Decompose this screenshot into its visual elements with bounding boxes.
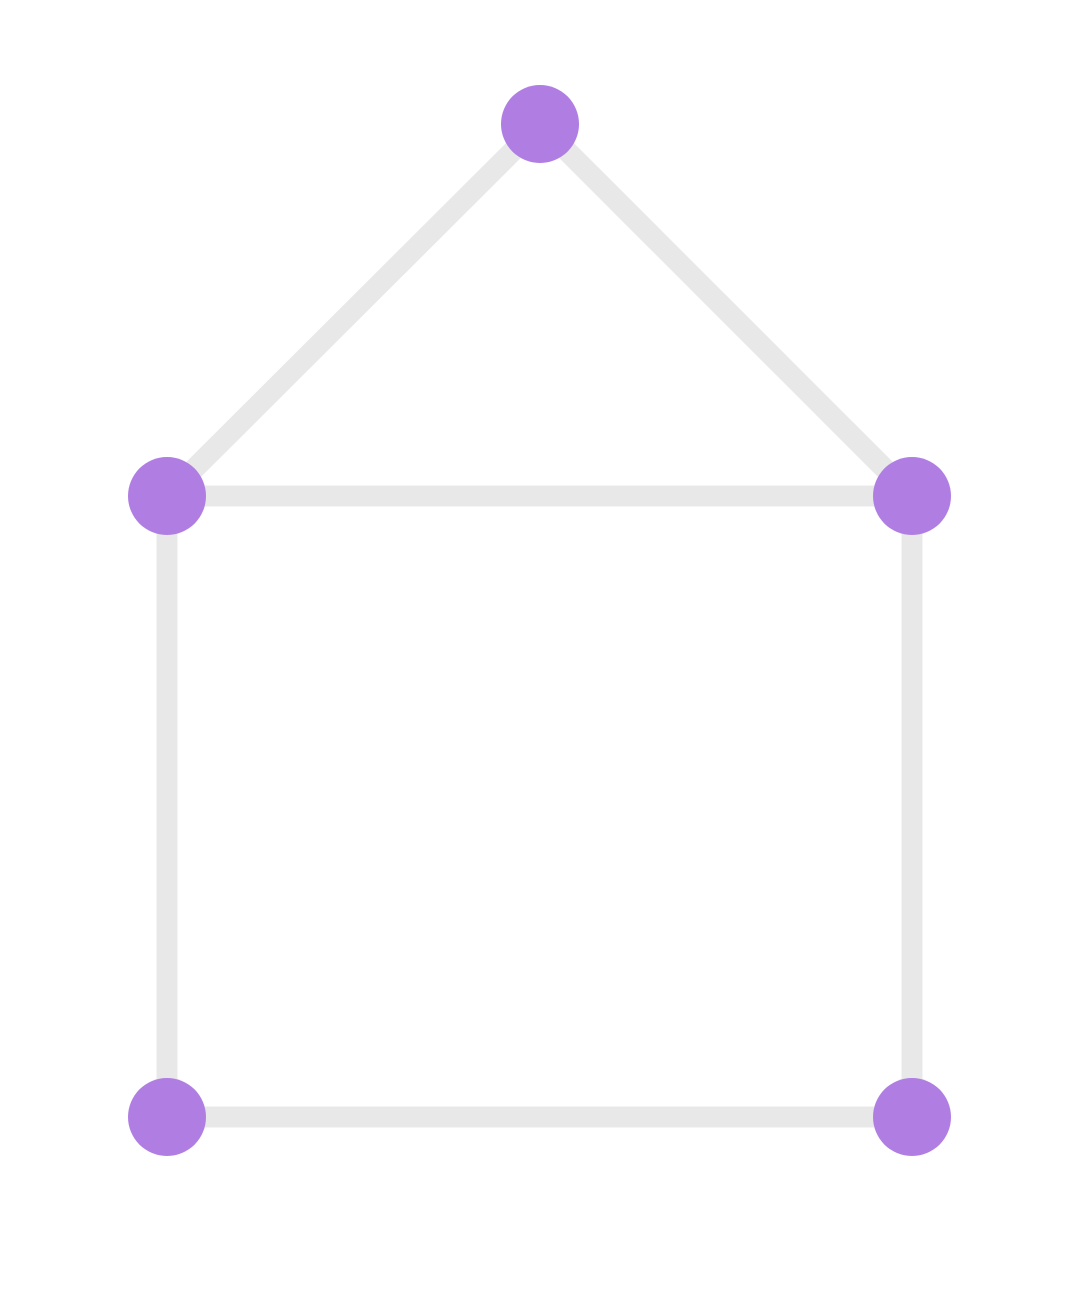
- node-lower-left: [128, 1078, 206, 1156]
- node-lower-right: [873, 1078, 951, 1156]
- node-upper-right: [873, 457, 951, 535]
- node-upper-left: [128, 457, 206, 535]
- nodes-layer: [128, 85, 951, 1156]
- edges-layer: [156, 116, 923, 1128]
- edge-apex-to-upper-left: [159, 116, 548, 504]
- edge-apex-to-upper-right: [532, 116, 920, 504]
- node-apex: [501, 85, 579, 163]
